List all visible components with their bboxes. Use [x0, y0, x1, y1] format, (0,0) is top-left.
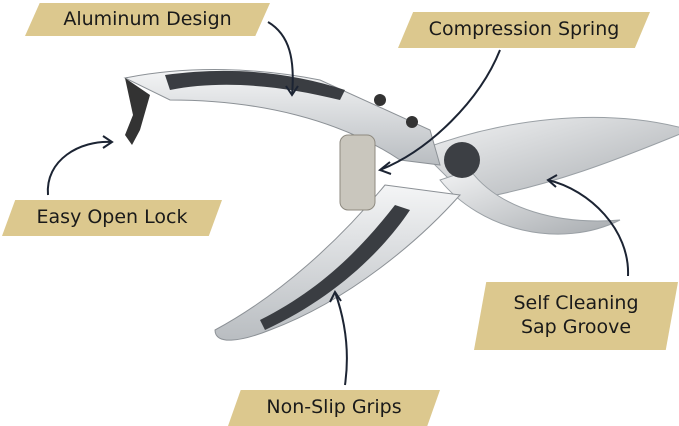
upper-handle [123, 69, 441, 166]
upper-handle-grip [165, 70, 345, 100]
upper-blade [419, 116, 679, 201]
label-line: Sap Groove [520, 316, 632, 338]
arrow-aluminum [267, 21, 294, 96]
callout-arrows [46, 21, 630, 386]
arrow-spring [379, 49, 501, 171]
screw-icon [374, 94, 386, 106]
pivot-bolt [444, 142, 480, 178]
label-self-cleaning-sap-groove: Self Cleaning Sap Groove [474, 282, 678, 350]
label-aluminum-design: Aluminum Design [25, 3, 270, 36]
label-non-slip-grips: Non-Slip Grips [228, 390, 440, 426]
lower-blade [439, 169, 621, 235]
arrow-groove [547, 179, 630, 277]
arrow-grips [334, 291, 348, 386]
lower-handle-grip [260, 205, 410, 330]
label-line: Self Cleaning [513, 292, 639, 315]
lock-lever [125, 78, 150, 145]
arrow-lock [46, 140, 113, 196]
lower-handle [214, 184, 461, 341]
compression-spring [339, 134, 376, 211]
label-compression-spring: Compression Spring [398, 12, 650, 48]
screw-icon [406, 116, 418, 128]
label-easy-open-lock: Easy Open Lock [2, 200, 222, 236]
